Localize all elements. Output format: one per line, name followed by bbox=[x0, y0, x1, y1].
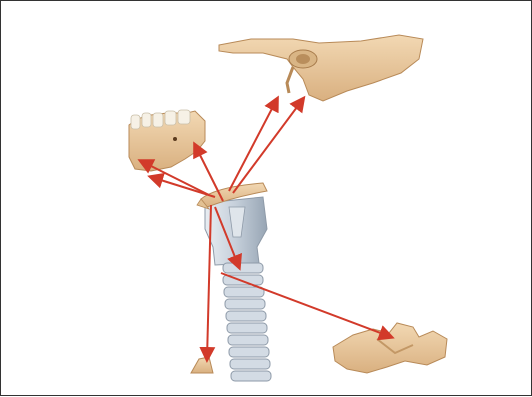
mental-foramen bbox=[173, 137, 177, 141]
scapula bbox=[333, 323, 447, 373]
arrow-to-temporal-2 bbox=[233, 99, 303, 193]
sternum-manubrium bbox=[191, 357, 213, 373]
mandible bbox=[129, 110, 205, 171]
temporal-bone bbox=[219, 35, 423, 101]
trachea bbox=[223, 263, 271, 381]
larynx bbox=[205, 197, 267, 265]
arrow-to-mandible-2 bbox=[151, 177, 215, 197]
